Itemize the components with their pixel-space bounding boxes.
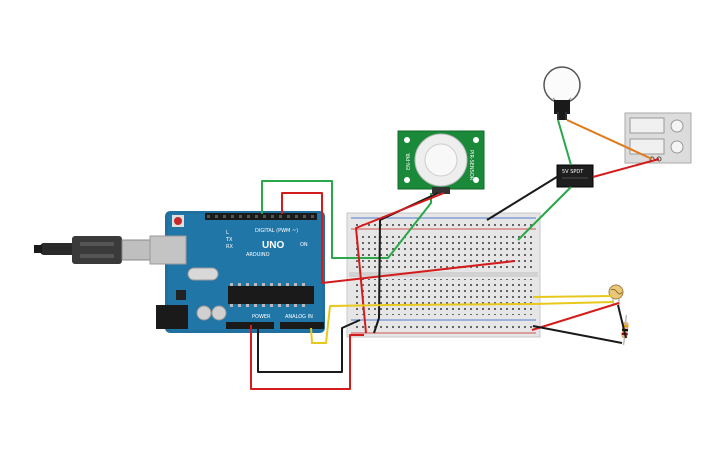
- power-supply[interactable]: [624, 112, 692, 164]
- tx-label: TX: [225, 237, 233, 243]
- pir-sensor[interactable]: PIR-SENSOR EN-PIR: [397, 130, 485, 194]
- analog-header[interactable]: [280, 322, 324, 329]
- light-bulb[interactable]: [543, 66, 581, 120]
- wire-red-digital[interactable]: [281, 192, 516, 284]
- on-label: ON: [300, 242, 308, 248]
- wire-green-relay[interactable]: [517, 186, 572, 241]
- relay[interactable]: 5V SPDT: [556, 164, 594, 188]
- wire-yellow-ldr[interactable]: [310, 301, 614, 344]
- wire-black-resistor-2[interactable]: [617, 304, 627, 339]
- arduino-brand: ARDUINO: [246, 252, 270, 258]
- wire-red-ldr[interactable]: [531, 302, 620, 331]
- digital-header[interactable]: [205, 213, 317, 220]
- pir-right-text: PIR-SENSOR: [468, 150, 474, 181]
- wire-red-relay-power[interactable]: [592, 158, 660, 178]
- wire-green-pir-signal[interactable]: [261, 180, 432, 259]
- wire-green-bulb[interactable]: [557, 119, 572, 166]
- microcontroller-chip: [228, 286, 314, 304]
- wire-black-arduino-gnd[interactable]: [257, 319, 361, 373]
- wire-black-relay[interactable]: [486, 174, 561, 221]
- wire-black-resistor[interactable]: [532, 325, 623, 344]
- pir-left-text: EN-PIR: [406, 153, 412, 170]
- photoresistor[interactable]: [608, 284, 624, 305]
- usb-cable[interactable]: [34, 236, 153, 264]
- relay-label: 5V SPDT: [562, 169, 584, 175]
- arduino-board[interactable]: DIGITAL (PWM ~) UNO ARDUINO TX RX L ON P…: [149, 211, 325, 333]
- l-label: L: [226, 230, 229, 236]
- wire-red-pir-vcc[interactable]: [355, 192, 445, 334]
- wire-orange-bulb-power[interactable]: [566, 119, 653, 160]
- wire-red-arduino-5v[interactable]: [250, 325, 364, 390]
- rx-label: RX: [226, 244, 233, 250]
- power-label: POWER: [252, 314, 271, 320]
- wire-yellow-ldr-2[interactable]: [532, 295, 613, 298]
- digital-label: DIGITAL (PWM ~): [255, 228, 298, 234]
- uno-logo-text: UNO: [262, 240, 284, 251]
- analog-label: ANALOG IN: [285, 314, 313, 320]
- breadboard[interactable]: [346, 212, 541, 338]
